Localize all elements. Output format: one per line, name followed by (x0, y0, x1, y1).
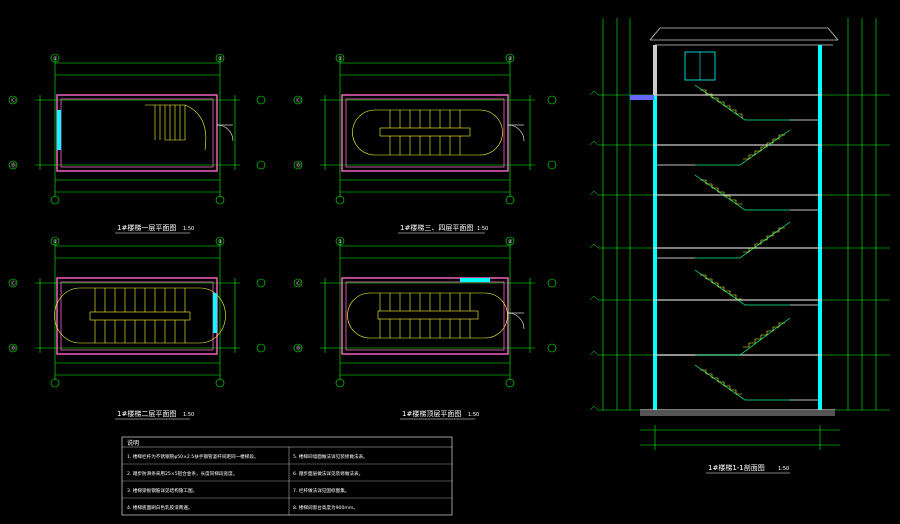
plan-title: 1#楼梯顶层平面图 (402, 409, 461, 418)
plan-first-floor: ① ② Ⓒ Ⓑ 1#楼梯一层平面图 1:50 (8, 53, 266, 234)
notes-table: 说明 1. 楼梯栏杆为不锈钢管φ50×2.5扶手钢管竖杆间距同一楼梯段。 2. … (121, 436, 453, 516)
plan-title: 1#楼梯二层平面图 (117, 409, 176, 418)
axis-label: ① (338, 56, 343, 62)
plan-scale: 1:50 (468, 412, 479, 418)
plan-scale: 1:50 (183, 226, 194, 232)
axis-label: Ⓒ (11, 97, 16, 104)
note-item: 5. 楼梯间墙面做法详见装修做法表。 (293, 453, 368, 460)
axis-label: Ⓑ (11, 162, 16, 169)
axis-label: ② (218, 239, 223, 245)
axis-label: ② (508, 239, 513, 245)
axis-label: Ⓑ (296, 345, 301, 352)
note-item: 6. 踏步面层做法详见装修做法表。 (293, 470, 363, 477)
axis-label: ① (53, 239, 58, 245)
section-title: 1#楼梯1-1剖面图 (708, 463, 765, 472)
note-item: 8. 楼梯间窗台高度为900mm。 (293, 504, 358, 511)
note-item: 3. 楼梯梁板钢筋详见结构施工图。 (127, 487, 197, 494)
axis-label: Ⓑ (11, 345, 16, 352)
axis-label: Ⓑ (296, 162, 301, 169)
axis-label: ② (508, 56, 513, 62)
axis-label: ① (338, 239, 343, 245)
note-item: 2. 踏步防滑条采用25×5铝合金条，长度同梯段宽度。 (127, 470, 237, 477)
plan-second-floor: ① ② Ⓒ Ⓑ 1#楼梯二层平面图 1:50 (8, 236, 266, 420)
notes-title: 说明 (127, 439, 139, 447)
note-item: 1. 楼梯栏杆为不锈钢管φ50×2.5扶手钢管竖杆间距同一楼梯段。 (127, 453, 259, 460)
plan-third-fourth-floor: ① ② Ⓒ Ⓑ 1#楼梯三、四层平面图 1:50 (293, 53, 557, 234)
axis-label: ① (53, 56, 58, 62)
plan-title: 1#楼梯三、四层平面图 (400, 223, 473, 232)
plan-scale: 1:50 (183, 412, 194, 418)
axis-label: Ⓒ (296, 280, 301, 287)
plan-top-floor: ① ② Ⓒ Ⓑ 1#楼梯顶层平面图 1:50 (293, 236, 557, 420)
axis-label: ② (218, 56, 223, 62)
section-drawing: 1#楼梯1-1剖面图 1:50 (589, 18, 890, 474)
plan-title: 1#楼梯一层平面图 (117, 223, 176, 232)
axis-label: Ⓒ (296, 97, 301, 104)
note-item: 7. 栏杆做法详见国标图集。 (293, 487, 349, 494)
plan-scale: 1:50 (477, 226, 488, 232)
axis-label: Ⓒ (11, 280, 16, 287)
section-scale: 1:50 (778, 466, 789, 472)
note-item: 4. 楼梯底面刷白色乳胶漆两遍。 (127, 504, 193, 511)
